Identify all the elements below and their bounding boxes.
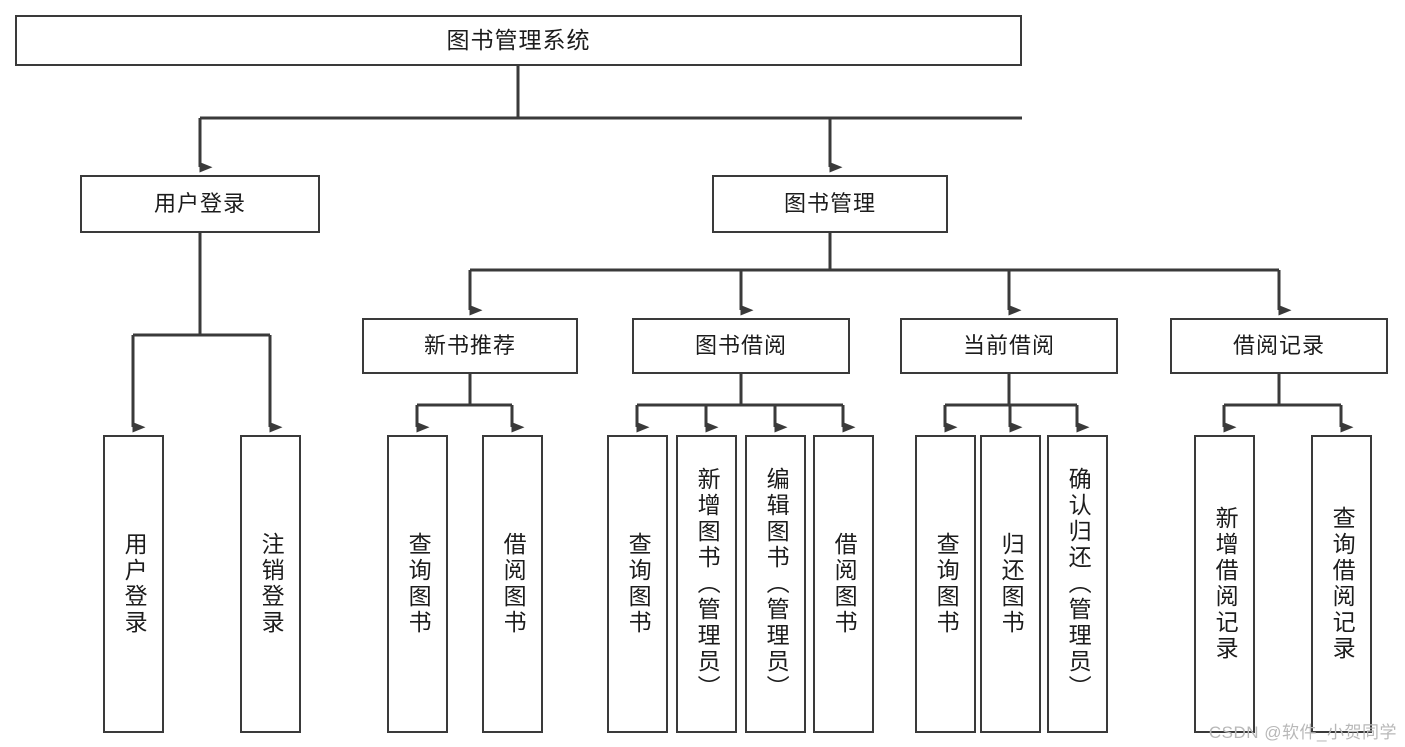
node-leaf-query-book-3[interactable]: 查询图书: [915, 435, 976, 733]
node-book-borrow[interactable]: 图书借阅: [632, 318, 850, 374]
node-label: 当前借阅: [962, 333, 1055, 359]
node-label: 用户登录: [121, 532, 148, 636]
node-label: 图书管理: [783, 191, 876, 217]
node-borrow-record[interactable]: 借阅记录: [1170, 318, 1388, 374]
node-label: 新增图书（管理员）: [694, 467, 721, 701]
node-current-borrow[interactable]: 当前借阅: [900, 318, 1118, 374]
node-leaf-logout[interactable]: 注销登录: [240, 435, 301, 733]
node-label: 图书借阅: [694, 333, 787, 359]
node-new-book-recommend[interactable]: 新书推荐: [362, 318, 578, 374]
node-leaf-query-record[interactable]: 查询借阅记录: [1311, 435, 1372, 733]
node-leaf-query-book-2[interactable]: 查询图书: [607, 435, 668, 733]
node-label: 确认归还（管理员）: [1065, 467, 1092, 701]
node-label: 新书推荐: [423, 333, 516, 359]
node-label: 编辑图书（管理员）: [763, 467, 790, 701]
node-label: 新增借阅记录: [1212, 506, 1239, 662]
node-label: 查询借阅记录: [1329, 506, 1356, 662]
watermark-text: CSDN @软件_小贺同学: [1208, 723, 1397, 742]
node-label: 查询图书: [625, 532, 652, 636]
node-label: 图书管理系统: [446, 27, 591, 54]
node-book-manage[interactable]: 图书管理: [712, 175, 948, 233]
node-root-book-management-system[interactable]: 图书管理系统: [15, 15, 1022, 66]
node-label: 用户登录: [153, 191, 246, 217]
node-label: 归还图书: [998, 532, 1025, 636]
node-label: 注销登录: [258, 532, 285, 636]
node-leaf-borrow-book-2[interactable]: 借阅图书: [813, 435, 874, 733]
node-leaf-confirm-return[interactable]: 确认归还（管理员）: [1047, 435, 1108, 733]
node-label: 借阅图书: [831, 532, 858, 636]
node-leaf-borrow-book-1[interactable]: 借阅图书: [482, 435, 543, 733]
node-leaf-return-book[interactable]: 归还图书: [980, 435, 1041, 733]
node-leaf-add-record[interactable]: 新增借阅记录: [1194, 435, 1255, 733]
node-label: 借阅记录: [1232, 333, 1325, 359]
node-label: 借阅图书: [500, 532, 527, 636]
node-leaf-add-book[interactable]: 新增图书（管理员）: [676, 435, 737, 733]
node-user-login[interactable]: 用户登录: [80, 175, 320, 233]
node-leaf-edit-book[interactable]: 编辑图书（管理员）: [745, 435, 806, 733]
node-label: 查询图书: [933, 532, 960, 636]
node-leaf-user-login[interactable]: 用户登录: [103, 435, 164, 733]
node-leaf-query-book-1[interactable]: 查询图书: [387, 435, 448, 733]
node-label: 查询图书: [405, 532, 432, 636]
